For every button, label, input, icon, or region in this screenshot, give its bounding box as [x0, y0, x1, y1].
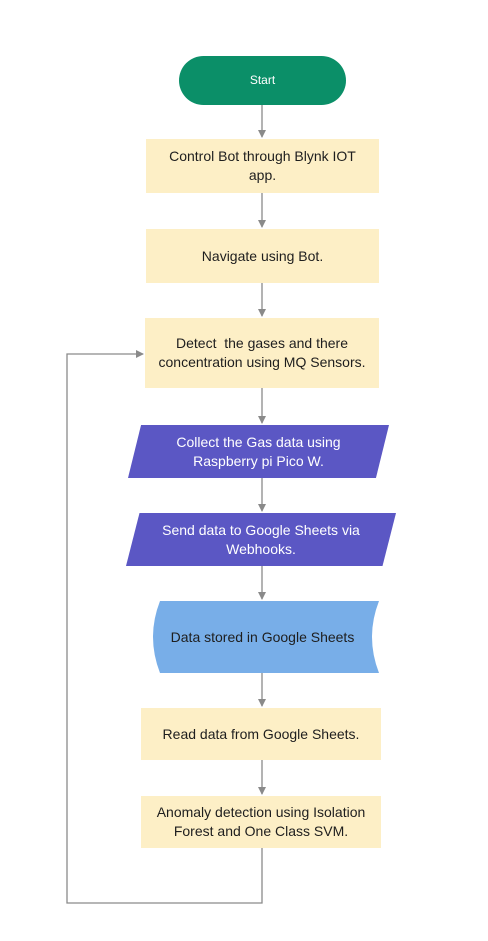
send-data-label: Send data to Google Sheets via Webhooks.	[162, 521, 360, 557]
start-terminator: Start	[179, 56, 346, 105]
collect-data-label: Collect the Gas data using Raspberry pi …	[176, 433, 341, 469]
send-data-io: Send data to Google Sheets via Webhooks.	[126, 513, 396, 566]
loop-back-arrow	[66, 350, 263, 904]
data-stored-storage: Data stored in Google Sheets	[146, 601, 379, 673]
detect-gases-step: Detect the gases and there concentration…	[145, 318, 379, 388]
read-data-step: Read data from Google Sheets.	[141, 708, 381, 760]
navigate-label: Navigate using Bot.	[201, 247, 324, 264]
stored-data-shape	[153, 601, 379, 673]
navigate-step: Navigate using Bot.	[146, 229, 379, 283]
start-label: Start	[249, 73, 276, 87]
control-bot-step: Control Bot through Blynk IOT app.	[146, 139, 379, 193]
control-bot-label: Control Bot through Blynk IOT app.	[169, 148, 356, 183]
data-stored-label: Data stored in Google Sheets	[170, 628, 355, 645]
collect-data-parallelogram	[128, 425, 389, 478]
anomaly-detection-step: Anomaly detection using Isolation Forest…	[141, 796, 381, 848]
collect-data-io: Collect the Gas data using Raspberry pi …	[128, 425, 389, 478]
read-data-label: Read data from Google Sheets.	[162, 725, 360, 742]
anomaly-detection-label: Anomaly detection using Isolation Forest…	[156, 804, 366, 839]
send-data-parallelogram	[126, 513, 396, 566]
detect-gases-label: Detect the gases and there concentration…	[158, 335, 366, 370]
